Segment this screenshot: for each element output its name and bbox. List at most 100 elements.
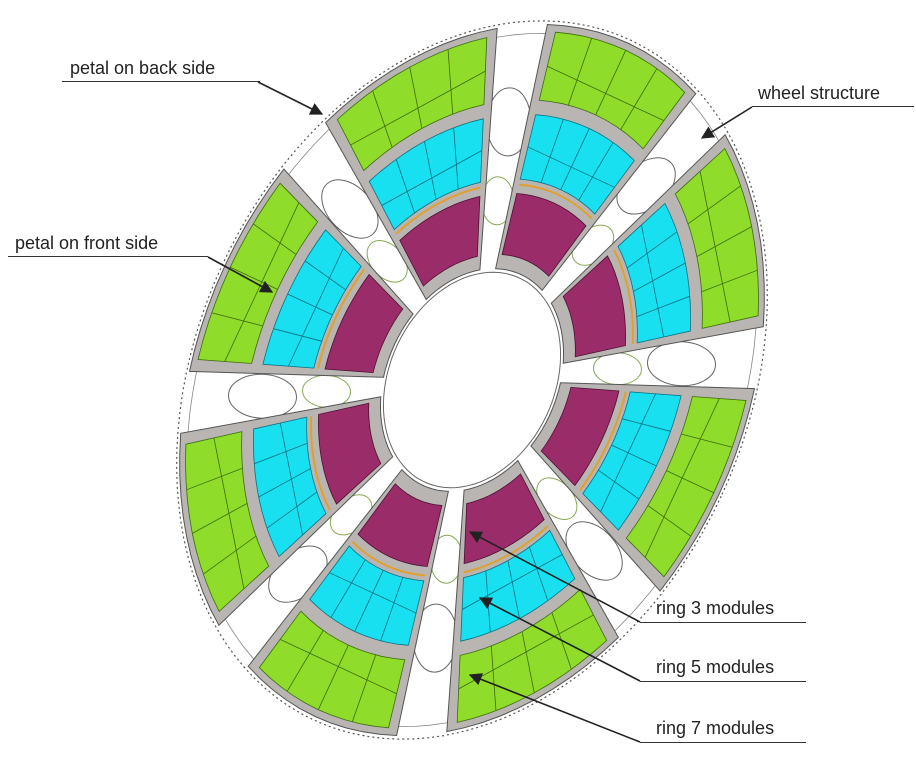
leader-petal-back: [257, 81, 324, 115]
ring-7-divider: [490, 645, 497, 711]
ring-5-divider: [395, 159, 415, 214]
ring-5-divider: [611, 444, 657, 467]
ring-5-divider: [626, 231, 678, 269]
ring-3-module: [357, 483, 443, 567]
ring-5-divider: [254, 443, 308, 465]
ring-5-divider: [381, 150, 483, 206]
ring-7-divider: [192, 502, 248, 534]
ring-5-divider: [273, 328, 322, 342]
ring-3-module: [317, 402, 382, 505]
ring-7-divider: [213, 437, 245, 589]
ring-7-divider: [567, 38, 593, 106]
ring-5-divider: [527, 146, 615, 188]
ring-5-divider: [258, 468, 311, 498]
label-ring-3: ring 3 modules: [656, 598, 775, 618]
ring-5-divider: [578, 142, 614, 201]
ring-3-module: [562, 255, 627, 358]
ring-5-divider: [380, 577, 404, 641]
ring-3-module: [324, 273, 404, 374]
cable-band: [317, 268, 366, 369]
ring-7-divider: [279, 639, 397, 695]
ring-7-module: [538, 31, 686, 150]
leader-wheel-structure: [700, 106, 753, 139]
ring-7-module: [674, 147, 759, 329]
leader-ring-3: [468, 531, 641, 623]
label-wheel-structure: wheel structure: [758, 83, 881, 103]
ring-7-divider: [681, 433, 733, 448]
center-hole: [382, 271, 562, 489]
ring-5-divider: [330, 559, 366, 618]
ring-7-divider: [447, 49, 454, 115]
ring-5-divider: [636, 295, 690, 317]
cable-band: [395, 186, 481, 235]
front-petal: [247, 468, 450, 737]
ring-5-divider: [461, 554, 563, 610]
label-petal-front: petal on front side: [15, 233, 159, 253]
ring-5-divider: [279, 422, 303, 536]
ring-5-module: [262, 229, 362, 369]
ring-7-divider: [647, 505, 692, 537]
ring-7-divider: [350, 70, 486, 146]
ring-7-divider: [521, 631, 535, 693]
ring-7-divider: [666, 470, 714, 494]
ring-7-divider: [687, 185, 741, 225]
front-petal: [324, 27, 498, 301]
cable-band: [463, 525, 549, 574]
label-ring-5: ring 5 modules: [656, 657, 775, 677]
front-petal: [179, 396, 394, 627]
ring-7-module: [197, 182, 319, 364]
ring-5-divider: [641, 224, 665, 338]
cable-band: [309, 416, 331, 511]
leader-ring-7: [468, 673, 641, 743]
ring-5-divider: [266, 491, 318, 529]
ring-5-module: [519, 114, 635, 215]
front-petal: [188, 168, 414, 378]
ring-5-divider: [424, 141, 437, 200]
ring-5-divider: [540, 119, 564, 183]
underline-petal-front: [8, 256, 208, 257]
ring-7-divider: [595, 50, 627, 116]
ring-3-module: [540, 386, 620, 487]
front-petal: [446, 459, 620, 733]
ring-5-divider: [329, 572, 417, 614]
ring-5-divider: [453, 127, 459, 190]
ring-5-divider: [622, 418, 671, 432]
ring-3-module: [501, 193, 587, 277]
ring-7-module: [258, 610, 406, 729]
label-ring-7: ring 7 modules: [656, 718, 775, 738]
ring-5-divider: [287, 247, 344, 367]
underline-ring-7: [640, 742, 806, 743]
ring-5-module: [252, 416, 327, 558]
ring-7-divider: [203, 535, 257, 575]
ring-7-divider: [186, 467, 243, 491]
ring-3-module: [399, 195, 481, 287]
underline-wheel-structure: [752, 106, 914, 107]
ring-7-module: [185, 431, 270, 613]
cable-band: [613, 249, 635, 344]
front-petal: [530, 382, 756, 592]
underline-ring-5: [640, 681, 806, 682]
cable-band: [518, 183, 593, 220]
cable-band: [578, 391, 627, 492]
ring-5-module: [617, 202, 692, 344]
ring-5-divider: [507, 560, 520, 619]
ring-7-module: [625, 396, 747, 578]
leader-arrows: [207, 81, 753, 743]
underline-ring-3: [640, 622, 806, 623]
ring-7-divider: [696, 226, 752, 258]
front-petal: [550, 133, 765, 364]
ring-5-divider: [287, 293, 333, 316]
ring-7-divider: [351, 654, 377, 722]
ring-5-divider: [560, 128, 590, 190]
ring-7-divider: [547, 65, 665, 121]
front-petal: [494, 23, 697, 292]
ring-7-divider: [211, 312, 263, 327]
label-petal-back: petal on back side: [70, 58, 216, 78]
ring-7-divider: [252, 223, 297, 255]
ring-7-divider: [701, 269, 758, 293]
ring-5-module: [309, 545, 425, 646]
ring-7-divider: [372, 90, 393, 148]
ring-5-divider: [354, 570, 384, 632]
